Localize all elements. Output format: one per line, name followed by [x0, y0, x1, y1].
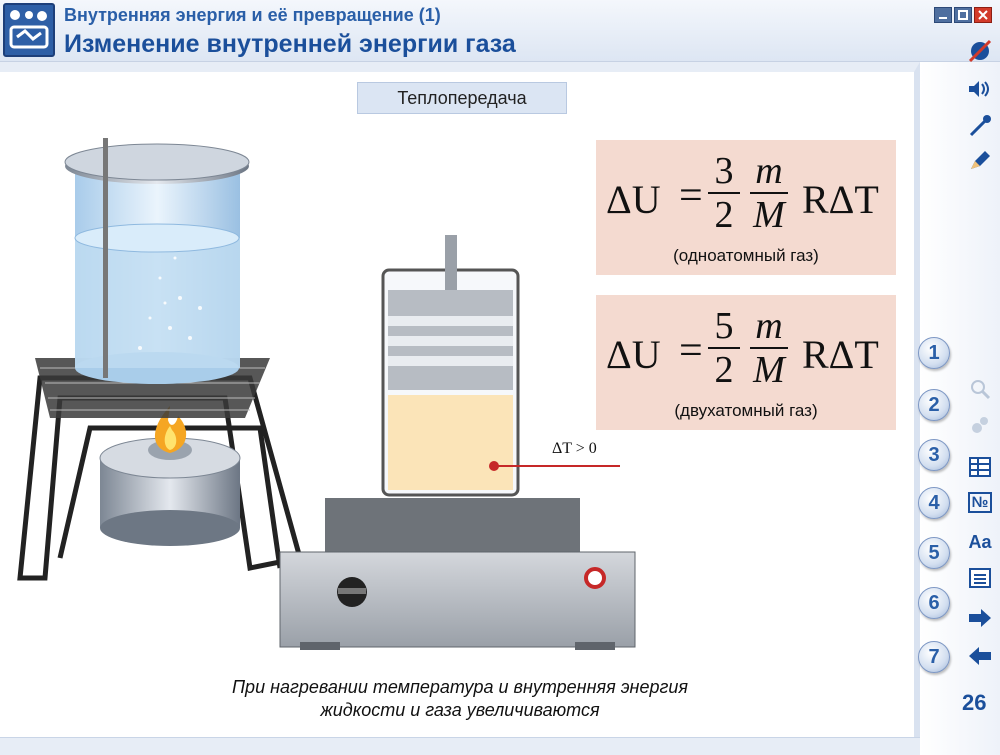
- speaker-waves-icon: [969, 81, 989, 97]
- mass-denominator: M: [753, 349, 785, 391]
- minimize-button[interactable]: [934, 7, 952, 23]
- mass-denominator: M: [753, 194, 785, 236]
- coefficient-numerator: 3: [708, 150, 740, 194]
- formula-equals: =: [679, 328, 703, 374]
- pen-tool-button[interactable]: [966, 148, 994, 174]
- formula-coefficient: 5 2: [708, 305, 740, 391]
- coefficient-denominator: 2: [714, 194, 734, 236]
- arrow-left-icon: [969, 647, 991, 665]
- formula-mass-ratio: m M: [750, 305, 788, 391]
- hide-toggle-button[interactable]: [966, 38, 994, 64]
- formula-expression: ΔU = 3 2 m M RΔT: [596, 148, 896, 240]
- font-icon: Aa: [968, 531, 992, 552]
- page-number: 26: [962, 690, 987, 715]
- pencil-icon: [971, 151, 990, 169]
- nav-button-1[interactable]: 1: [918, 337, 950, 369]
- formula-rhs: RΔT: [802, 177, 879, 222]
- section-tab: Теплопередача: [357, 82, 567, 114]
- magic-wand-icon: [969, 115, 991, 137]
- formula-diatomic: ΔU = 5 2 m M RΔT (двухатомный газ): [596, 295, 896, 430]
- nav-button-7[interactable]: 7: [918, 641, 950, 673]
- settings-button[interactable]: [966, 413, 994, 437]
- next-page-button[interactable]: [966, 606, 994, 630]
- table-icon: [969, 457, 991, 477]
- nav-button-5[interactable]: 5: [918, 537, 950, 569]
- list-button[interactable]: [966, 566, 994, 590]
- close-button[interactable]: [974, 7, 992, 23]
- caption-line-2: жидкости и газа увеличиваются: [320, 700, 600, 720]
- formula-equals: =: [679, 173, 703, 219]
- gears-icon: [972, 417, 988, 433]
- page-title: Изменение внутренней энергии газа: [64, 30, 516, 58]
- formula-lhs: ΔU: [606, 177, 661, 222]
- font-button[interactable]: Aa: [966, 530, 994, 554]
- formula-coefficient: 3 2: [708, 150, 740, 236]
- caption: При нагревании температура и внутренняя …: [120, 676, 800, 722]
- water-heating-illustration: [17, 138, 304, 581]
- window-header: Внутренняя энергия и её превращение (1) …: [0, 0, 1000, 62]
- maximize-icon: [958, 10, 968, 20]
- gas-cylinder-illustration: [279, 235, 636, 650]
- eye-slash-icon: [968, 39, 992, 63]
- formula-note: (одноатомный газ): [673, 246, 819, 265]
- list-icon: [969, 568, 991, 588]
- arrow-right-icon: [969, 609, 991, 627]
- previous-page-button[interactable]: [966, 644, 994, 668]
- numero-icon: №: [967, 491, 993, 513]
- formula-rhs: RΔT: [802, 332, 879, 377]
- formula-lhs: ΔU: [606, 332, 661, 377]
- zoom-button[interactable]: [966, 377, 994, 401]
- bottom-strip: [0, 737, 920, 755]
- coefficient-numerator: 5: [708, 305, 740, 349]
- nav-button-4[interactable]: 4: [918, 487, 950, 519]
- app-logo-icon: [3, 3, 55, 57]
- magnifier-icon: [971, 380, 991, 400]
- sound-button[interactable]: [966, 76, 994, 102]
- table-button[interactable]: [966, 455, 994, 479]
- caption-line-1: При нагревании температура и внутренняя …: [232, 677, 688, 697]
- header-subtitle: Внутренняя энергия и её превращение (1): [64, 5, 441, 25]
- coefficient-denominator: 2: [714, 349, 734, 391]
- mass-numerator: m: [750, 305, 788, 349]
- mass-numerator: m: [750, 150, 788, 194]
- formula-mass-ratio: m M: [750, 150, 788, 236]
- pointer-tool-button[interactable]: [966, 112, 994, 138]
- close-icon: [978, 10, 988, 20]
- formula-monatomic: ΔU = 3 2 m M RΔT (одноатомный газ): [596, 140, 896, 275]
- window-controls: [934, 7, 992, 23]
- maximize-button[interactable]: [954, 7, 972, 23]
- formula-expression: ΔU = 5 2 m M RΔT: [596, 303, 896, 395]
- formula-note: (двухатомный газ): [674, 401, 818, 420]
- minimize-icon: [939, 17, 947, 19]
- nav-button-6[interactable]: 6: [918, 587, 950, 619]
- nav-button-3[interactable]: 3: [918, 439, 950, 471]
- nav-button-2[interactable]: 2: [918, 389, 950, 421]
- delta-t-label: ΔT > 0: [552, 440, 597, 457]
- numbering-button[interactable]: №: [966, 490, 994, 514]
